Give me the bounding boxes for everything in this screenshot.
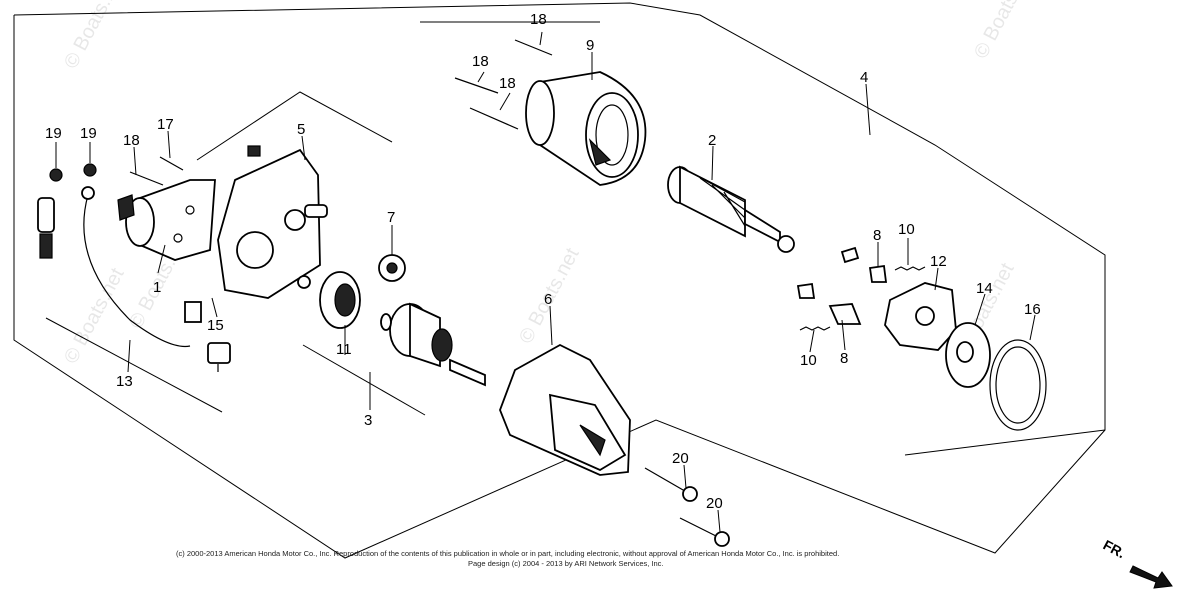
direction-arrow-icon	[1129, 565, 1173, 589]
group-bracket-12-16	[904, 429, 1106, 456]
part-idle-gear	[297, 271, 361, 329]
callout-12: 12	[930, 253, 947, 270]
front-direction-indicator: FR.	[1101, 537, 1173, 589]
part-armature	[667, 165, 795, 253]
callout-6: 6	[544, 291, 552, 308]
callout-18c: 18	[472, 53, 489, 70]
part-solenoid	[117, 179, 216, 261]
callout-3: 3	[364, 412, 372, 429]
part-bolts	[129, 39, 730, 547]
part-overrunning-clutch	[380, 302, 486, 387]
direction-label: FR.	[1101, 537, 1128, 562]
callout-10a: 10	[898, 221, 915, 238]
callout-14: 14	[976, 280, 993, 297]
callout-19a: 19	[45, 125, 62, 142]
callout-18a: 18	[123, 132, 140, 149]
part-brushes-springs	[796, 246, 926, 331]
copyright-line-2: Page design (c) 2004 - 2013 by ARI Netwo…	[468, 559, 664, 568]
part-yoke-housing	[525, 71, 647, 186]
part-gear-small	[378, 254, 406, 282]
callout-18b: 18	[530, 11, 547, 28]
callout-13: 13	[116, 373, 133, 390]
group-bracket-13	[45, 317, 223, 413]
callout-20b: 20	[706, 495, 723, 512]
copyright-line-1: (c) 2000-2013 American Honda Motor Co., …	[176, 549, 839, 558]
part-o-ring	[989, 339, 1047, 431]
callout-16: 16	[1024, 301, 1041, 318]
callout-20a: 20	[672, 450, 689, 467]
leader-lines	[55, 31, 1036, 533]
callout-15: 15	[207, 317, 224, 334]
callout-10b: 10	[800, 352, 817, 369]
callout-4: 4	[860, 69, 868, 86]
callouts: 1 2 3 4 5 6 7 8 8 9 10 10 11 12 13 14 15…	[45, 11, 1041, 512]
callout-8a: 8	[873, 227, 881, 244]
callout-8b: 8	[840, 350, 848, 367]
part-nuts	[49, 163, 97, 182]
group-bracket-3	[302, 344, 426, 416]
callout-5: 5	[297, 121, 305, 138]
callout-11: 11	[336, 341, 352, 358]
part-drive-housing	[499, 343, 631, 476]
callout-9: 9	[586, 37, 594, 54]
watermark-2: © Boats.net	[970, 0, 1039, 62]
watermark-3: © Boats.net	[60, 264, 129, 367]
part-rear-plate	[945, 322, 991, 388]
callout-7: 7	[387, 209, 395, 226]
part-gear-cover	[217, 145, 328, 299]
watermark-1: © Boats.net	[60, 0, 129, 72]
callout-2: 2	[708, 132, 716, 149]
callout-17: 17	[157, 116, 174, 133]
callout-1: 1	[153, 279, 161, 296]
group-bracket-5	[196, 91, 393, 161]
part-starter-cable	[37, 186, 202, 348]
part-brush-holder	[884, 282, 957, 351]
callout-19b: 19	[80, 125, 97, 142]
callout-18d: 18	[499, 75, 516, 92]
part-terminal-cover	[207, 342, 231, 372]
